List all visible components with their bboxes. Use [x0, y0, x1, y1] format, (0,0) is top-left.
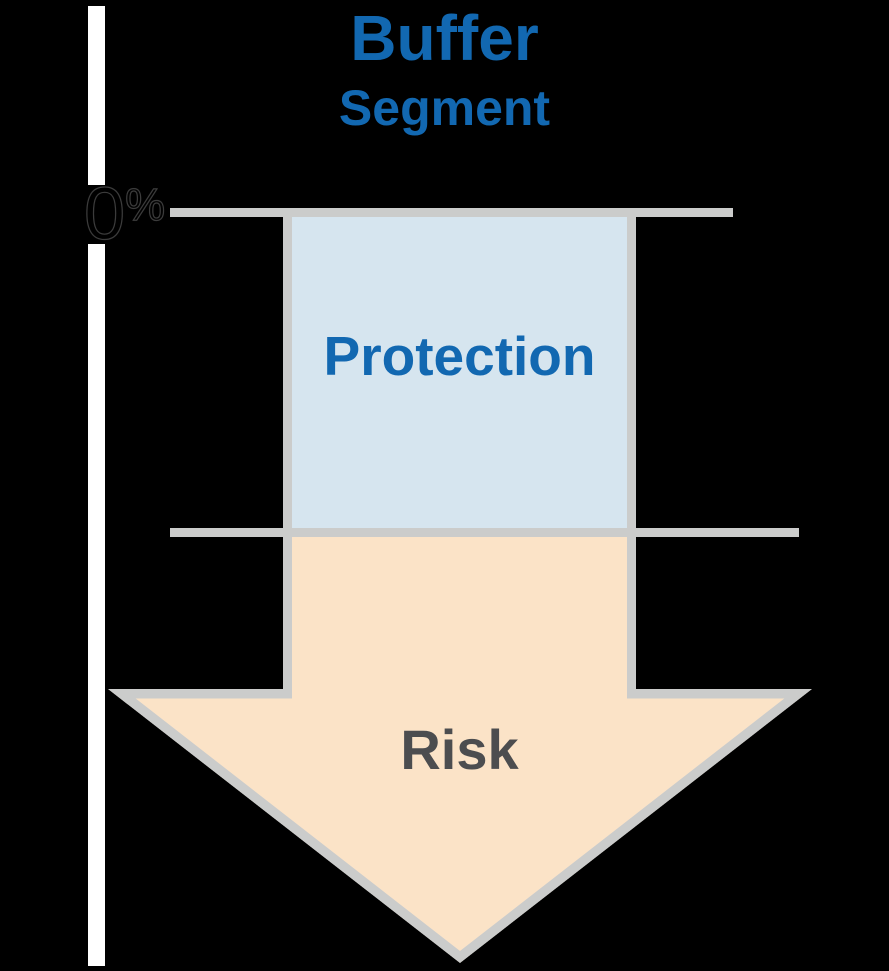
box-border-left	[283, 217, 292, 698]
risk-shaft	[292, 537, 627, 700]
title-line-buffer: Buffer	[350, 2, 539, 74]
protection-box	[292, 217, 627, 528]
zero-digit: 0	[83, 172, 126, 255]
box-border-right	[627, 217, 636, 698]
tick-line-middle	[170, 528, 799, 537]
risk-label: Risk	[400, 718, 519, 781]
title-line-segment: Segment	[338, 80, 551, 136]
tick-line-top	[170, 208, 733, 217]
zero-percent-label: 0 %	[83, 172, 166, 255]
percent-sign: %	[125, 179, 166, 230]
axis-line	[88, 6, 105, 966]
page-title: Buffer Segment	[0, 6, 889, 133]
protection-label: Protection	[323, 325, 596, 387]
